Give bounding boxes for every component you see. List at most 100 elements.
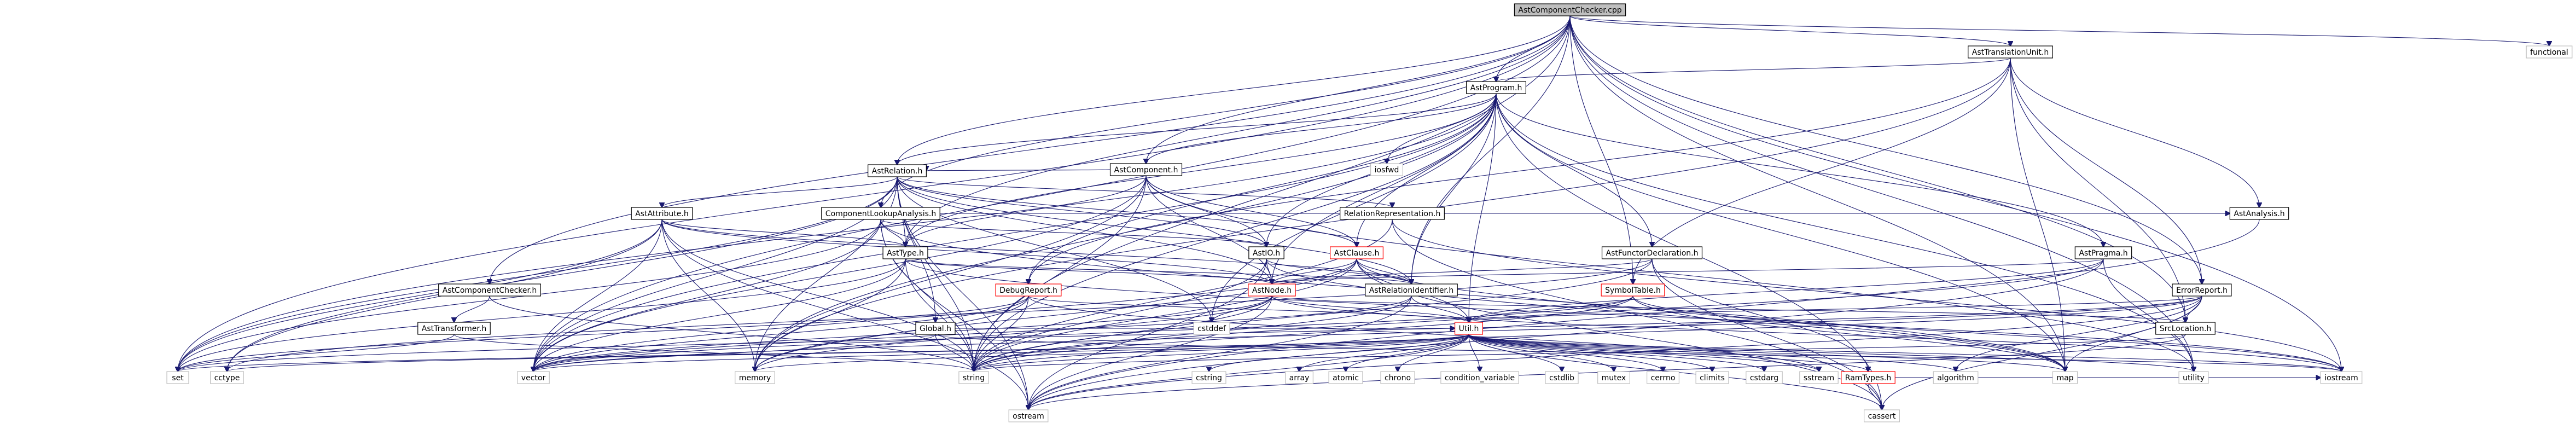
node-label: AstAttribute.h	[635, 210, 689, 218]
edge-aprog-to-map	[1496, 93, 2065, 372]
edge-global-to-iostream	[935, 334, 2341, 372]
edge-anode-to-vector	[533, 295, 1272, 372]
edge-apragma-to-anode	[1272, 258, 2104, 284]
node-condvar: condition_variable	[1440, 371, 1519, 384]
edge-global-to-string	[935, 334, 974, 372]
node-array: array	[1285, 371, 1313, 384]
node-box	[2052, 371, 2078, 384]
edge-arel-to-anode	[897, 176, 1272, 284]
node-box	[958, 371, 989, 384]
node-box	[1841, 371, 1895, 384]
node-atrans[interactable]: AstTransformer.h	[417, 322, 491, 335]
node-label: AstRelation.h	[872, 167, 923, 176]
edge-atrans-to-string	[453, 334, 974, 372]
node-aprog[interactable]: AstProgram.h	[1466, 81, 1526, 94]
node-box	[995, 283, 1062, 297]
node-symtab[interactable]: SymbolTable.h	[1601, 283, 1665, 297]
node-box	[2526, 45, 2573, 59]
node-relrep[interactable]: RelationRepresentation.h	[1340, 207, 1445, 220]
edge-aprog-to-string	[974, 93, 1497, 372]
node-box	[2172, 283, 2232, 297]
edge-clookup-to-string	[880, 219, 974, 372]
node-label: memory	[739, 374, 771, 382]
node-label: set	[172, 374, 184, 382]
edge-errrep-to-string	[974, 295, 2202, 372]
edge-dbgrep-to-set	[178, 295, 1029, 372]
edge-dbgrep-to-sstream	[1028, 295, 1819, 372]
edge-aprog-to-arel	[897, 93, 1497, 165]
edge-atype-to-memory	[755, 258, 906, 372]
edge-util-to-atomic	[1346, 334, 1469, 372]
node-label: AstComponentChecker.h	[443, 286, 537, 295]
edge-dbgrep-to-memory	[755, 295, 1029, 372]
node-box	[2155, 322, 2216, 335]
edge-root-to-atu	[1569, 15, 2010, 46]
node-label: RamTypes.h	[1845, 374, 1891, 382]
edge-util-to-cctype	[227, 334, 1469, 372]
node-box	[1601, 283, 1665, 297]
node-box	[1647, 371, 1679, 384]
node-atype[interactable]: AstType.h	[882, 246, 928, 259]
edge-clookup-to-map	[880, 219, 2065, 372]
node-acompcheck[interactable]: AstComponentChecker.h	[438, 283, 541, 297]
node-aclause[interactable]: AstClause.h	[1330, 246, 1383, 259]
node-arel[interactable]: AstRelation.h	[868, 164, 927, 177]
node-ramtypes[interactable]: RamTypes.h	[1841, 371, 1895, 384]
edge-aprog-to-arelid	[1411, 93, 1497, 284]
edge-aprog-to-set	[178, 93, 1497, 372]
node-box	[821, 207, 940, 220]
edge-util-to-sstream	[1468, 334, 1819, 372]
node-errrep[interactable]: ErrorReport.h	[2172, 283, 2232, 297]
node-label: array	[1289, 374, 1310, 382]
node-box	[1864, 409, 1900, 422]
node-label: cstdarg	[1750, 374, 1778, 382]
node-label: AstTransformer.h	[422, 324, 486, 333]
node-box	[2074, 246, 2132, 259]
edge-errrep-to-map	[2065, 295, 2202, 372]
node-arelid[interactable]: AstRelationIdentifier.h	[1365, 283, 1458, 297]
node-chrono: chrono	[1380, 371, 1415, 384]
edge-arel-to-aattr	[662, 176, 898, 207]
node-box	[210, 371, 244, 384]
node-root[interactable]: AstComponentChecker.cpp	[1514, 3, 1626, 16]
node-box	[1248, 246, 1284, 259]
edge-root-to-vector	[533, 15, 1571, 372]
node-box	[1597, 371, 1630, 384]
edge-util-to-ostream	[1028, 334, 1469, 410]
node-clookup[interactable]: ComponentLookupAnalysis.h	[821, 207, 940, 220]
node-label: map	[2056, 374, 2073, 382]
edge-clookup-to-vector	[533, 219, 881, 372]
node-global[interactable]: Global.h	[915, 322, 956, 335]
node-acomp[interactable]: AstComponent.h	[1109, 163, 1183, 176]
node-aattr[interactable]: AstAttribute.h	[631, 207, 693, 220]
node-aanal[interactable]: AstAnalysis.h	[2229, 207, 2289, 220]
edge-anode-to-srcloc	[1271, 295, 2185, 322]
edge-aprog-to-vector	[533, 93, 1497, 372]
node-box	[1285, 371, 1313, 384]
node-box	[882, 246, 928, 259]
edge-symtab-to-util	[1469, 295, 1633, 322]
node-box	[1933, 371, 1979, 384]
node-afunc[interactable]: AstFunctorDeclaration.h	[1601, 246, 1703, 259]
edge-anode-to-string	[974, 295, 1272, 372]
edge-apragma-to-util	[1469, 258, 2104, 322]
node-anode[interactable]: AstNode.h	[1248, 283, 1296, 297]
node-apragma[interactable]: AstPragma.h	[2074, 246, 2132, 259]
edge-aclause-to-anode	[1272, 258, 1357, 284]
edge-arel-to-aio	[897, 176, 1266, 247]
node-util[interactable]: Util.h	[1454, 322, 1484, 335]
node-srcloc[interactable]: SrcLocation.h	[2155, 322, 2216, 335]
edge-clookup-to-aio	[880, 219, 1266, 247]
edge-root-to-map	[1569, 15, 2065, 372]
node-aio[interactable]: AstIO.h	[1248, 246, 1284, 259]
edge-atype-to-set	[178, 258, 906, 372]
edge-arelid-to-string	[974, 295, 1412, 372]
edge-errrep-to-vector	[533, 295, 2202, 372]
node-atu[interactable]: AstTranslationUnit.h	[1968, 45, 2053, 59]
node-dbgrep[interactable]: DebugReport.h	[995, 283, 1062, 297]
edge-apragma-to-utility	[2103, 258, 2194, 372]
edge-srcloc-to-string	[974, 334, 2186, 372]
node-iostream: iostream	[2320, 371, 2363, 384]
node-ostream: ostream	[1008, 409, 1049, 422]
edge-afunc-to-anode	[1272, 258, 1653, 284]
